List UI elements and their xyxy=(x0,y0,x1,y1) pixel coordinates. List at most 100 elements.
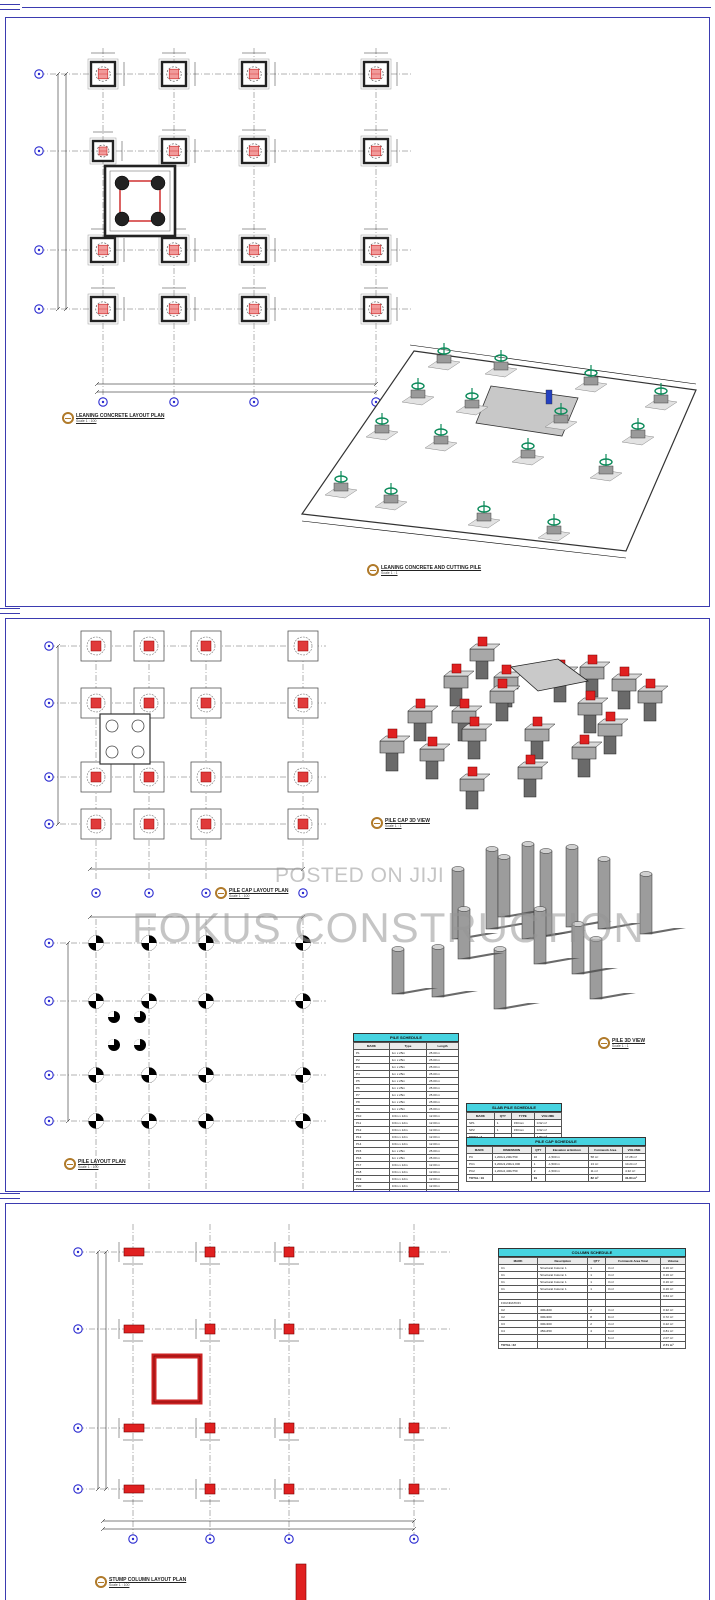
pile-circle xyxy=(368,301,384,317)
table-cell: 82 m² xyxy=(587,1174,624,1182)
table-cell: 0.32 m³ xyxy=(660,1306,686,1314)
pile-symbol-quadrant xyxy=(141,1113,149,1121)
table-cell: 2 xyxy=(587,1306,606,1314)
table-cell: 1 xyxy=(493,1126,512,1134)
pile-symbol-quadrant xyxy=(303,1075,311,1083)
iso-pile-top xyxy=(521,841,535,847)
dimension-tick xyxy=(87,914,93,920)
iso-leaning-pad xyxy=(544,418,578,431)
pile-symbol-quadrant xyxy=(96,1075,104,1083)
dimension-tick xyxy=(373,381,379,387)
pile-circle xyxy=(293,814,313,834)
table-cell: P20 xyxy=(353,1182,390,1190)
table-cell: 8 xyxy=(587,1313,606,1321)
iso-column-marker xyxy=(545,389,553,405)
iso-column-stub xyxy=(585,690,596,701)
table-cell: P6 xyxy=(353,1084,390,1092)
table-cell: TOTAL: 19 xyxy=(466,1174,493,1182)
leaning-concrete-slab xyxy=(300,350,697,552)
iso-pile-cap-block xyxy=(653,394,669,404)
view-badge-icon xyxy=(95,1576,107,1588)
table-cell xyxy=(497,1334,539,1342)
grid-bubble-dot xyxy=(204,891,208,895)
pile-symbol-quadrant xyxy=(141,993,149,1001)
column-schedule-title: COLUMN SCHEDULE xyxy=(498,1248,686,1257)
table-cell: 0.6m x 12m xyxy=(388,1119,428,1127)
sheet-1-header-mark xyxy=(0,4,20,10)
pile-circle xyxy=(368,242,384,258)
iso-leaning-pad xyxy=(365,428,399,441)
table-cell: 1m x 25m xyxy=(388,1098,428,1106)
view-badge-icon xyxy=(598,1037,610,1049)
table-cell xyxy=(587,1299,606,1307)
sheet-2-pile-and-pile-cap: PILE CAP 3D VIEW Scale 1 : 1 PILE CAP LA… xyxy=(5,618,710,1192)
pile-symbol-quadrant xyxy=(295,1113,303,1121)
table-cell: PC xyxy=(466,1153,493,1161)
iso-pile-shaft xyxy=(565,846,579,928)
stump-column-plan-title: STUMP COLUMN LAYOUT PLAN Scale 1 : 100 xyxy=(109,1577,186,1587)
iso-pile-cap-block xyxy=(461,728,487,742)
dimension-line xyxy=(409,344,697,385)
grid-bubble-dot xyxy=(47,775,51,779)
table-cell: 3,200x3,200x1,000 xyxy=(491,1160,532,1168)
table-cell: TOTAL: 22 xyxy=(497,1341,539,1349)
iso-pile-cap-top xyxy=(419,743,451,750)
pile-circle xyxy=(166,242,182,258)
iso-pile-cap-block xyxy=(433,435,449,445)
view-badge-icon xyxy=(215,887,227,899)
dimension-tick xyxy=(55,71,61,77)
pile-cap-3d-title: PILE CAP 3D VIEW Scale 1 : 1 xyxy=(385,818,430,828)
iso-pile-cap-block xyxy=(374,424,390,434)
table-cell: 6 m² xyxy=(604,1327,662,1335)
table-cell: P12 xyxy=(353,1126,390,1134)
iso-pile-top xyxy=(457,906,471,912)
pile-symbol-quadrant xyxy=(96,1121,104,1129)
iso-column-stub xyxy=(579,734,590,745)
iso-pile-cap-top xyxy=(489,685,521,692)
table-cell: 12.00 m xyxy=(426,1168,459,1176)
table-cell: 1 xyxy=(587,1278,606,1286)
table-cell: 0.16 m³ xyxy=(660,1285,686,1293)
grid-bubble-dot xyxy=(172,400,176,404)
pile-circle xyxy=(86,814,106,834)
pile-cap-schedule-title: PILE CAP SCHEDULE xyxy=(466,1137,646,1146)
stump-column-rect xyxy=(123,1423,145,1433)
column-stub xyxy=(200,818,212,830)
iso-leaning-pad xyxy=(467,516,501,529)
pile-symbol-quadrant xyxy=(108,1039,114,1045)
pile-symbol-quadrant xyxy=(295,1067,303,1075)
table-cell: Structural Column 1 xyxy=(537,1271,589,1279)
table-cell: 1m x 25m xyxy=(388,1147,428,1155)
table-cell: PC1 xyxy=(466,1160,493,1168)
pile-circle xyxy=(131,719,145,733)
grid-bubble-dot xyxy=(47,644,51,648)
dimension-tick xyxy=(55,821,61,827)
iso-pile-cap-top xyxy=(597,718,629,725)
pile-cap-plan-title: PILE CAP LAYOUT PLAN Scale 1 : 100 xyxy=(229,888,288,898)
view-badge-icon xyxy=(64,1158,76,1170)
pile-circle xyxy=(139,814,159,834)
column-detail-fragment xyxy=(295,1563,307,1600)
iso-pile-shaft xyxy=(457,908,471,960)
table-cell: Structural Column 1 xyxy=(537,1278,589,1286)
iso-pile-cap-top xyxy=(577,697,609,704)
table-cell xyxy=(587,1341,606,1349)
table-cell: 25.00 m xyxy=(426,1098,459,1106)
iso-pile-top xyxy=(533,906,547,912)
table-cell: 25.00 m xyxy=(426,1105,459,1113)
iso-pile-cap-block xyxy=(407,710,433,724)
sheet-3-stump-column: STUMP COLUMN LAYOUT PLAN Scale 1 : 100 C… xyxy=(5,1203,710,1600)
dimension-tick xyxy=(411,1526,417,1532)
